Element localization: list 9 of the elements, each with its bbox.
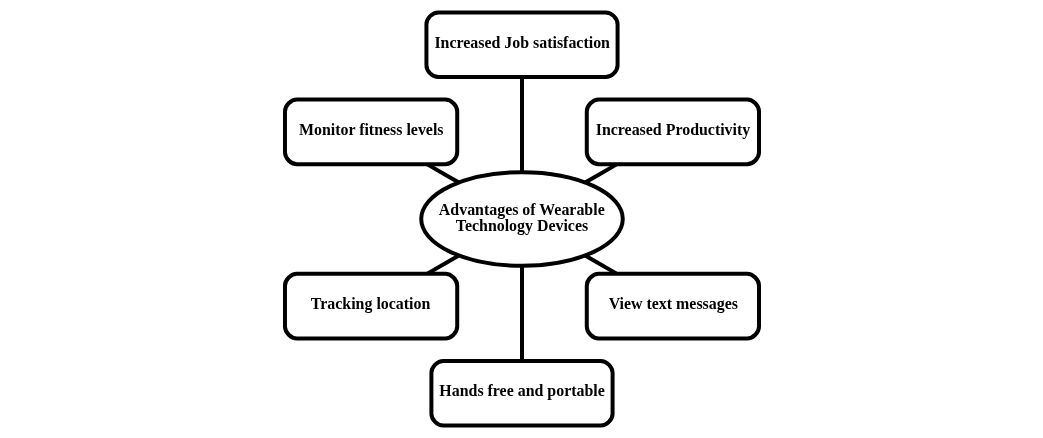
node-box: Monitor fitness levels <box>282 97 459 167</box>
connector <box>519 266 524 361</box>
node-ellipse: Advantages of Wearable Technology Devices <box>418 170 625 268</box>
node-box: Increased Job satisfaction <box>423 10 620 80</box>
node-box: View text messages <box>584 271 761 341</box>
node-box: Hands free and portable <box>428 358 615 428</box>
connector <box>519 77 524 172</box>
node-box: Increased Productivity <box>584 97 761 167</box>
node-box: Tracking location <box>282 271 459 341</box>
